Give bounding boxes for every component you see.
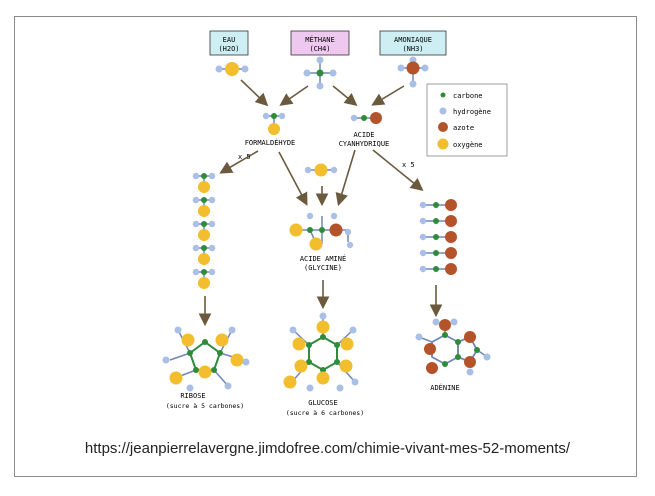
formaldehyde-unit: [192, 172, 216, 193]
acide-amine-line2: (GLYCINE): [304, 264, 342, 272]
top-arrows: [240, 79, 405, 107]
methane-molecule: [303, 56, 337, 90]
formaldehyde-label: FORMALDÉHYDE: [245, 138, 296, 147]
ribose-note: (sucre à 5 carbones): [166, 402, 244, 410]
middle-arrows: [219, 149, 424, 207]
svg-text:EAU: EAU: [223, 36, 236, 44]
svg-text:azote: azote: [453, 124, 474, 132]
glucose-label: GLUCOSE: [308, 399, 338, 407]
glycine-molecule: [289, 212, 354, 251]
multiplier-right: x 5: [402, 161, 415, 169]
multiplier-left: x 5: [238, 153, 251, 161]
svg-text:AMONIAQUE: AMONIAQUE: [394, 36, 432, 44]
adenine-label: ADÉNINE: [430, 383, 460, 392]
slide-frame: [14, 16, 637, 477]
svg-text:(H2O): (H2O): [218, 45, 239, 53]
legend-oxygen-icon: [437, 138, 449, 150]
hcn-molecule: [350, 112, 382, 124]
legend-hydrogen-icon: [439, 107, 447, 115]
ribose-label: RIBOSE: [180, 392, 205, 400]
source-url[interactable]: https://jeanpierrelavergne.jimdofree.com…: [84, 440, 571, 457]
glucose-note: (sucre à 6 carbones): [286, 409, 364, 417]
formaldehyde-unit: [192, 196, 216, 217]
acide-amine-line1: ACIDE AMINÉ: [300, 254, 346, 263]
ammonia-molecule: [397, 56, 429, 88]
formaldehyde-molecule: [262, 112, 286, 135]
hcn-stack: [419, 199, 457, 275]
acide-cyanhydrique-line2: CYANHYDRIQUE: [339, 140, 390, 148]
legend-carbon-icon: [440, 92, 446, 98]
source-box-amoniaque: AMONIAQUE (NH3): [379, 30, 447, 56]
legend: carbone hydrogène azote oxygène: [426, 83, 508, 157]
svg-text:carbone: carbone: [453, 92, 483, 100]
hcn-unit: [419, 199, 457, 211]
source-box-eau: EAU (H2O): [209, 30, 249, 56]
hcn-unit: [419, 263, 457, 275]
svg-text:hydrogène: hydrogène: [453, 108, 491, 116]
svg-text:MÉTHANE: MÉTHANE: [305, 35, 335, 44]
hcn-unit: [419, 231, 457, 243]
legend-nitrogen-icon: [438, 122, 448, 132]
svg-text:oxygène: oxygène: [453, 141, 483, 149]
svg-text:(CH4): (CH4): [309, 45, 330, 53]
svg-text:(NH3): (NH3): [402, 45, 423, 53]
formaldehyde-stack: [192, 172, 216, 289]
water-molecule: [215, 62, 249, 76]
formaldehyde-unit: [192, 220, 216, 241]
adenine-molecule: [415, 318, 491, 376]
hcn-unit: [419, 215, 457, 227]
formaldehyde-unit: [192, 244, 216, 265]
source-box-methane: MÉTHANE (CH4): [290, 30, 350, 56]
glucose-molecule: [283, 312, 359, 392]
ribose-molecule: [162, 326, 250, 392]
formaldehyde-small: [304, 163, 338, 177]
formaldehyde-unit: [192, 268, 216, 289]
hcn-unit: [419, 247, 457, 259]
bottom-arrows: [198, 280, 443, 327]
acide-cyanhydrique-line1: ACIDE: [353, 131, 374, 139]
